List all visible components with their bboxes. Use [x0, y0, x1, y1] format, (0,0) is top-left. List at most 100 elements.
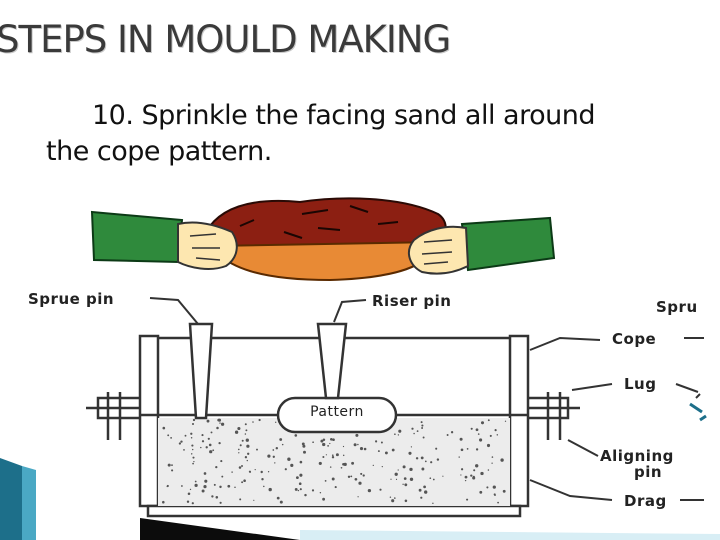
- sand-speckle: [231, 471, 233, 473]
- sand-speckle: [379, 488, 382, 491]
- sand-speckle: [290, 463, 294, 467]
- sand-speckle: [424, 490, 428, 494]
- sand-speckle: [420, 421, 423, 424]
- sand-speckle: [421, 427, 424, 429]
- sand-speckle: [299, 473, 303, 477]
- sand-speckle: [347, 475, 351, 478]
- sand-speckle: [446, 434, 449, 436]
- sand-speckle: [322, 438, 326, 442]
- sand-speckle: [267, 471, 270, 473]
- sand-speckle: [206, 419, 210, 423]
- sand-speckle: [245, 429, 248, 432]
- sand-speckle: [391, 499, 395, 503]
- sand-speckle: [284, 468, 287, 471]
- sand-speckle: [162, 426, 166, 430]
- sand-speckle: [475, 428, 479, 432]
- sand-speckle: [470, 427, 473, 430]
- sand-speckle: [234, 430, 239, 434]
- sand-speckle: [459, 437, 463, 441]
- sand-speckle: [215, 465, 218, 469]
- sand-speckle: [496, 434, 499, 436]
- sand-speckle: [397, 434, 400, 436]
- sand-speckle: [409, 477, 414, 481]
- sand-speckle: [350, 475, 353, 478]
- sand-speckle: [404, 483, 408, 487]
- sand-speckle: [234, 486, 236, 488]
- sand-speckle: [403, 477, 407, 480]
- right-hand: [407, 225, 470, 275]
- sand-speckle: [200, 446, 202, 449]
- sand-speckle: [193, 460, 195, 463]
- sand-speckle: [479, 438, 483, 442]
- sand-speckle: [372, 464, 374, 467]
- sand-speckle: [421, 467, 425, 471]
- sand-speckle: [329, 442, 331, 445]
- label-sprue-right: Spru: [656, 298, 698, 316]
- label-aligning: Aligning: [600, 447, 674, 465]
- sand-speckle: [342, 445, 345, 448]
- left-flask-wall: [138, 334, 160, 508]
- sand-speckle: [494, 494, 496, 496]
- sand-speckle: [358, 481, 362, 485]
- sand-speckle: [261, 478, 264, 481]
- slide-corner-accent: [0, 458, 22, 540]
- sand-speckle: [208, 443, 212, 447]
- sand-speckle: [180, 485, 183, 487]
- sand-speckle: [215, 496, 219, 499]
- sand-speckle: [391, 448, 395, 452]
- sand-speckle: [227, 484, 231, 488]
- slide-bottom-wedge: [140, 518, 300, 540]
- slide-title: STEPS IN MOULD MAKING: [0, 18, 451, 61]
- sand-speckle: [380, 441, 383, 444]
- sand-speckle: [241, 439, 244, 442]
- right-flask-wall: [508, 334, 530, 508]
- leader-sprue-pin: [149, 297, 199, 325]
- sand-speckle: [402, 483, 404, 485]
- sand-speckle: [353, 443, 357, 447]
- sand-speckle: [409, 467, 413, 472]
- slide-corner-accent-light: [22, 466, 36, 540]
- sand-speckle: [252, 421, 254, 423]
- sand-speckle: [450, 431, 454, 434]
- sand-speckle: [170, 437, 173, 439]
- sand-speckle: [301, 442, 305, 446]
- sand-speckle: [343, 462, 347, 467]
- riser-pin: [316, 322, 348, 400]
- sand-speckle: [258, 418, 261, 422]
- label-riser-pin: Riser pin: [372, 292, 451, 310]
- sand-speckle: [402, 465, 406, 469]
- sand-speckle: [246, 444, 250, 448]
- sand-speckle: [167, 434, 170, 437]
- sand-speckle: [191, 422, 195, 426]
- pattern-block: Pattern: [276, 396, 398, 434]
- sand-speckle: [360, 472, 363, 475]
- sand-speckle: [189, 488, 192, 491]
- sand-speckle: [272, 455, 275, 458]
- sand-speckle: [424, 460, 427, 463]
- sand-speckle: [423, 485, 426, 489]
- sand-speckle: [238, 452, 240, 454]
- sand-speckle: [327, 445, 329, 447]
- sand-speckle: [241, 465, 243, 467]
- sand-speckle: [237, 426, 241, 431]
- sand-speckle: [489, 434, 492, 437]
- sand-speckle: [416, 430, 419, 432]
- sand-speckle: [203, 472, 207, 475]
- sand-speckle: [260, 470, 263, 474]
- sand-speckle: [297, 489, 300, 492]
- sand-speckle: [256, 448, 258, 451]
- sand-speckle: [239, 498, 242, 501]
- sand-speckle: [281, 443, 284, 446]
- sand-speckle: [491, 456, 494, 458]
- sand-speckle: [486, 443, 491, 448]
- sand-speckle: [492, 485, 496, 489]
- sand-speckle: [213, 483, 216, 486]
- sand-speckle: [239, 444, 242, 447]
- sand-speckle: [357, 496, 359, 498]
- sand-speckle: [191, 444, 194, 447]
- sand-speckle: [422, 436, 425, 439]
- sand-speckle: [480, 471, 484, 476]
- sand-speckle: [237, 448, 240, 451]
- sand-speckle: [367, 488, 372, 493]
- sand-speckle: [191, 502, 194, 505]
